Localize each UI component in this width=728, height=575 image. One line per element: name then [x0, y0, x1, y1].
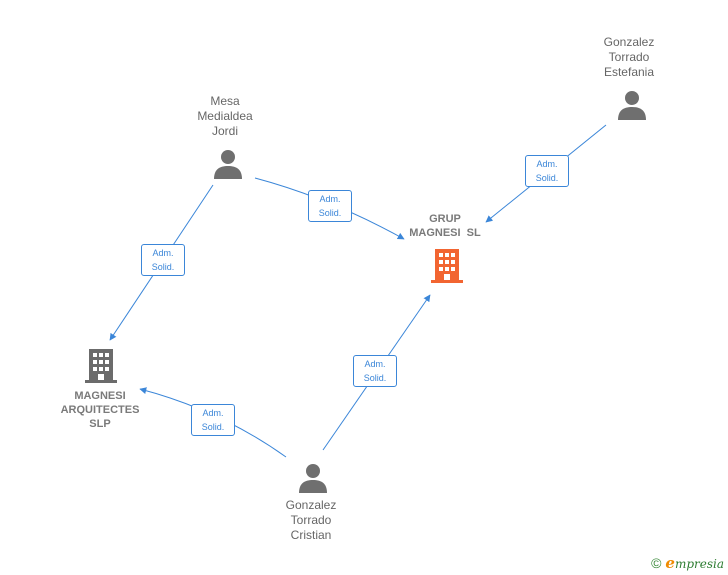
person-name-mesa[interactable]: Mesa Medialdea Jordi: [185, 94, 265, 139]
name-line: Estefania: [603, 65, 655, 79]
name-line: Cristian: [290, 528, 332, 542]
name-line: Gonzalez: [603, 35, 655, 49]
edge-label-line: Solid.: [201, 422, 225, 432]
edge-label-line: Solid.: [151, 262, 175, 272]
empresia-logo: empresia: [665, 554, 724, 572]
name-line: Gonzalez: [285, 498, 337, 512]
edge-label-line: Adm.: [152, 248, 174, 258]
name-line: ARQUITECTES: [60, 404, 140, 416]
name-line: Medialdea: [197, 109, 253, 123]
company-name-grup[interactable]: GRUP MAGNESI SL: [395, 212, 495, 240]
name-line: Mesa: [210, 94, 240, 108]
edge-label-line: Solid.: [535, 173, 559, 183]
person-name-estefania[interactable]: Gonzalez Torrado Estefania: [589, 35, 669, 80]
person-icon[interactable]: [212, 148, 244, 180]
name-line: Jordi: [211, 124, 238, 138]
building-icon[interactable]: [430, 247, 464, 283]
edge-label-estefania-grup[interactable]: Adm. Solid.: [525, 155, 569, 187]
edge-label-cristian-arquitectes[interactable]: Adm. Solid.: [191, 404, 235, 436]
edge-label-line: Adm.: [364, 359, 386, 369]
person-icon[interactable]: [616, 89, 648, 121]
company-name-arquitectes[interactable]: MAGNESI ARQUITECTES SLP: [50, 389, 150, 431]
name-line: MAGNESI: [74, 390, 126, 402]
person-name-cristian[interactable]: Gonzalez Torrado Cristian: [271, 498, 351, 543]
name-line: MAGNESI SL: [409, 227, 481, 239]
name-line: Torrado: [608, 50, 650, 64]
name-line: Torrado: [290, 513, 332, 527]
name-line: GRUP: [429, 213, 461, 225]
logo-text: mpresia: [674, 557, 724, 571]
building-icon[interactable]: [84, 347, 118, 383]
edge-label-line: Adm.: [319, 194, 341, 204]
name-line: SLP: [89, 418, 111, 430]
footer-brand[interactable]: © empresia: [651, 554, 724, 572]
person-icon[interactable]: [297, 462, 329, 494]
copyright-icon: ©: [651, 555, 662, 571]
edge-label-line: Solid.: [318, 208, 342, 218]
edge-label-mesa-grup[interactable]: Adm. Solid.: [308, 190, 352, 222]
edge-label-line: Adm.: [202, 408, 224, 418]
edge-label-mesa-arquitectes[interactable]: Adm. Solid.: [141, 244, 185, 276]
edge-label-line: Adm.: [536, 159, 558, 169]
edge-label-line: Solid.: [363, 373, 387, 383]
logo-initial: e: [665, 554, 675, 572]
edge-label-cristian-grup[interactable]: Adm. Solid.: [353, 355, 397, 387]
